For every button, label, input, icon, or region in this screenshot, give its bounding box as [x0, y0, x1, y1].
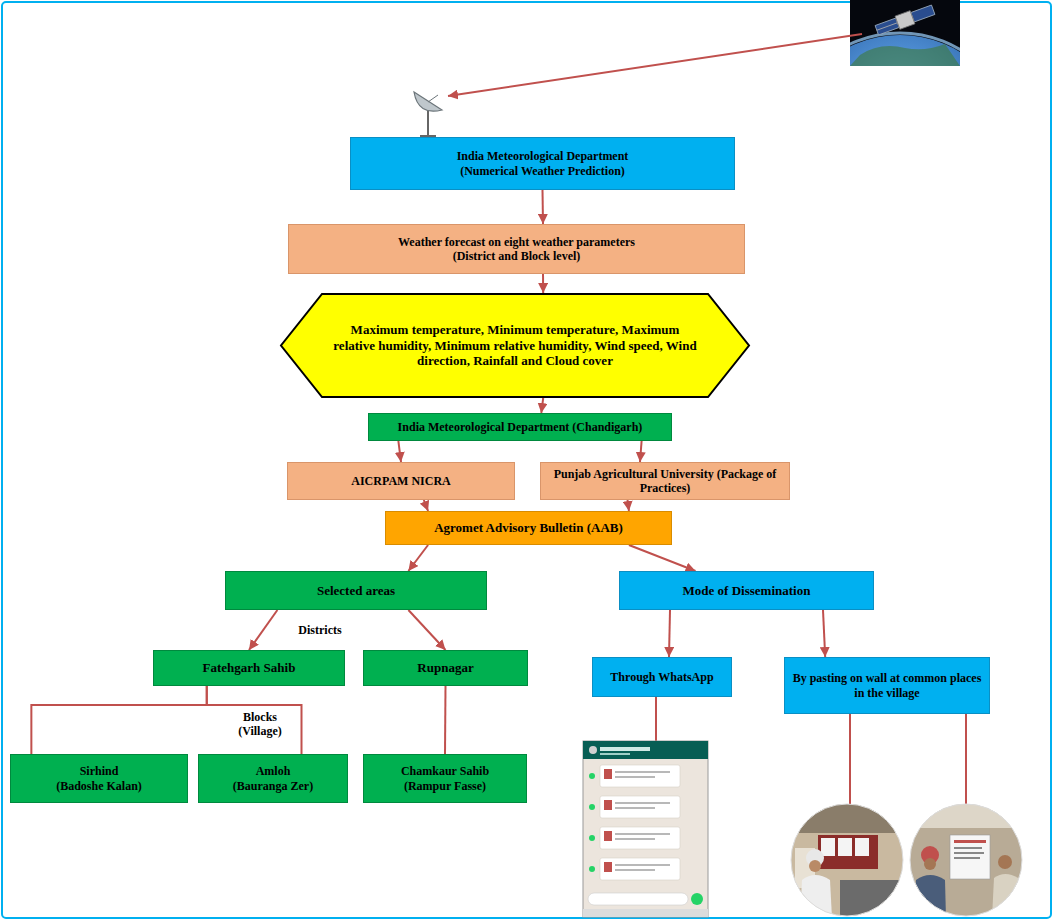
dish-antenna: [414, 92, 442, 136]
village-photo: [908, 803, 1024, 918]
signal-arrow: [448, 34, 862, 96]
connector-line: [444, 686, 447, 754]
node-text: India Meteorological Department: [457, 149, 629, 163]
connector-line: [207, 686, 302, 754]
process-box: Agromet Advisory Bulletin (AAB): [385, 511, 672, 545]
photo-outline: [791, 804, 903, 916]
node-text: Mode of Dissemination: [683, 583, 811, 599]
connector-arrow: [398, 441, 401, 462]
connector-arrow: [629, 545, 696, 571]
process-box: By pasting on wall at common places in t…: [784, 657, 990, 714]
connector-arrow: [408, 610, 445, 650]
leader-line: [655, 697, 657, 741]
connector-arrow: [249, 610, 277, 650]
process-box: Through WhatsApp: [592, 657, 732, 697]
satellite-picture: [850, 0, 960, 66]
connector-arrow: [542, 190, 545, 224]
connector-arrow: [408, 545, 428, 571]
process-box: India Meteorological Department (Chandig…: [368, 413, 672, 441]
process-box: India Meteorological Department(Numerica…: [350, 137, 735, 190]
connector-line: [31, 686, 206, 754]
connector-arrow: [542, 274, 544, 293]
node-text: Punjab Agricultural University (Package …: [547, 467, 783, 496]
connector-arrow: [640, 441, 642, 462]
process-box: Chamkaur Sahib(Rampur Fasse): [363, 754, 527, 803]
connector-arrow: [628, 500, 629, 511]
process-box: Selected areas: [225, 571, 487, 610]
node-text: (District and Block level): [453, 249, 581, 263]
leader-line: [849, 714, 851, 804]
node-text: Fatehgarh Sahib: [203, 660, 296, 676]
process-box: Fatehgarh Sahib: [153, 650, 345, 686]
process-box: Mode of Dissemination: [619, 571, 874, 610]
connector-arrow: [823, 610, 825, 657]
node-text: AICRPAM NICRA: [351, 474, 450, 488]
node-text: (Badoshe Kalan): [56, 779, 142, 793]
process-box: Weather forecast on eight weather parame…: [288, 224, 745, 274]
group-label: Districts: [290, 623, 350, 637]
hexagon-shape: [281, 294, 749, 397]
node-text: India Meteorological Department (Chandig…: [398, 420, 643, 434]
node-text: Sirhind: [80, 764, 119, 778]
node-text: Selected areas: [317, 583, 395, 599]
node-text: (Rampur Fasse): [404, 779, 486, 793]
node-text: (Numerical Weather Prediction): [460, 164, 625, 178]
node-text: Amloh: [256, 764, 291, 778]
village-photo: [790, 803, 905, 918]
node-text: Chamkaur Sahib: [401, 764, 489, 778]
node-text: Through WhatsApp: [610, 670, 713, 684]
connector-arrow: [541, 398, 543, 413]
photo-outline: [910, 804, 1022, 916]
whatsapp-screenshot: [583, 741, 708, 917]
node-text: Weather forecast on eight weather parame…: [398, 235, 635, 249]
group-label: Blocks (Village): [228, 710, 292, 739]
process-box: Punjab Agricultural University (Package …: [540, 462, 790, 500]
connector-arrow: [669, 610, 670, 657]
process-box: Amloh(Bauranga Zer): [198, 754, 348, 803]
node-text: Maximum temperature, Minimum temperature…: [330, 322, 700, 369]
node-text: (Bauranga Zer): [233, 779, 313, 793]
node-text: Rupnagar: [417, 660, 473, 676]
connector-arrow: [424, 500, 428, 511]
node-text: By pasting on wall at common places in t…: [791, 671, 983, 700]
hexagon-box: Maximum temperature, Minimum temperature…: [280, 293, 750, 398]
process-box: Rupnagar: [363, 650, 528, 686]
node-text: Agromet Advisory Bulletin (AAB): [434, 520, 623, 536]
process-box: Sirhind(Badoshe Kalan): [10, 754, 188, 803]
leader-line: [965, 714, 967, 804]
process-box: AICRPAM NICRA: [287, 462, 515, 500]
